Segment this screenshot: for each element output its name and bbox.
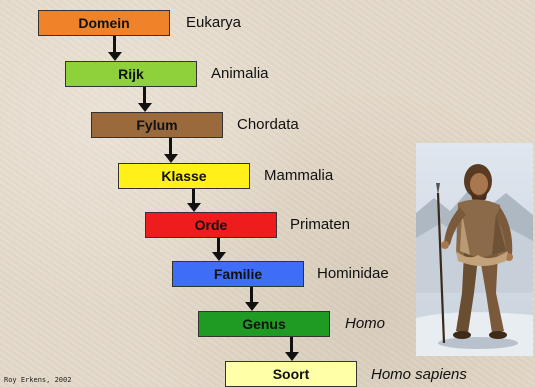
rank-label: Rijk [118,66,144,82]
taxon-value: Chordata [237,116,299,133]
rank-label: Familie [214,266,262,282]
rank-box-rijk: Rijk [65,61,197,87]
rank-label: Genus [242,316,286,332]
taxon-value: Homo sapiens [371,366,467,383]
rank-label: Soort [273,366,310,382]
down-arrow [108,36,122,61]
down-arrow [285,337,299,361]
rank-label: Klasse [161,168,206,184]
taxon-value: Hominidae [317,265,389,282]
taxon-value: Mammalia [264,167,333,184]
rank-box-soort: Soort [225,361,357,387]
rank-box-domein: Domein [38,10,170,36]
taxon-value: Animalia [211,65,269,82]
author-credit: Roy Erkens, 2002 [4,376,71,384]
down-arrow [187,189,201,212]
down-arrow [164,138,178,163]
down-arrow [245,287,259,311]
rank-label: Orde [195,217,228,233]
rank-label: Fylum [136,117,177,133]
taxon-value: Homo [345,315,385,332]
rank-box-klasse: Klasse [118,163,250,189]
caveman-figure-image [416,143,533,356]
rank-label: Domein [78,15,129,31]
rank-box-familie: Familie [172,261,304,287]
down-arrow [212,238,226,261]
taxon-value: Eukarya [186,14,241,31]
rank-box-fylum: Fylum [91,112,223,138]
taxon-value: Primaten [290,216,350,233]
rank-box-genus: Genus [198,311,330,337]
down-arrow [138,87,152,112]
rank-box-orde: Orde [145,212,277,238]
